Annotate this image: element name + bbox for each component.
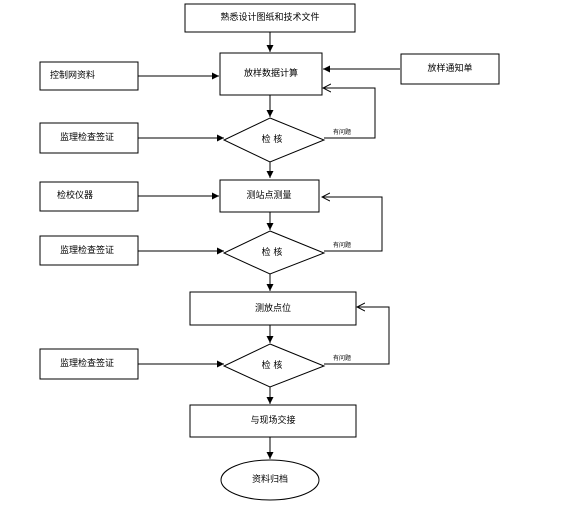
input-supervision-3: 监理检查签证 — [39, 348, 139, 380]
input-supervision-1-label: 监理检查签证 — [60, 131, 114, 143]
node-stakeout-calc: 放样数据计算 — [219, 52, 323, 96]
input-supervision-1: 监理检查签证 — [39, 122, 139, 154]
input-calibrate: 检校仪器 — [39, 181, 139, 212]
input-supervision-2-label: 监理检查签证 — [60, 244, 114, 256]
loop-check2-to-station — [322, 197, 383, 252]
decision-check-2: 检 核 — [222, 230, 326, 275]
input-control-network: 控制网资料 — [39, 61, 139, 91]
input-stakeout-notice-label: 放样通知单 — [427, 62, 472, 74]
terminal-archive: 资料归档 — [220, 459, 320, 501]
node-stakeout-points: 测放点位 — [189, 291, 357, 326]
feedback-label-2: 有问题 — [333, 241, 351, 249]
node-stakeout-calc-label: 放样数据计算 — [244, 67, 298, 79]
decision-check-2-label: 检 核 — [262, 246, 283, 258]
node-handover: 与现场交接 — [189, 404, 357, 438]
node-station-measure-label: 测站点测量 — [246, 189, 291, 201]
node-handover-label: 与现场交接 — [250, 414, 295, 426]
decision-check-3: 检 核 — [222, 343, 326, 388]
node-stakeout-points-label: 测放点位 — [255, 302, 291, 314]
feedback-label-3: 有问题 — [333, 354, 351, 362]
loop-check3-to-stakeout — [324, 307, 390, 365]
loop-check1-to-calc — [323, 88, 376, 139]
input-supervision-2: 监理检查签证 — [39, 235, 139, 266]
decision-check-3-label: 检 核 — [262, 359, 283, 371]
input-control-network-label: 控制网资料 — [50, 69, 95, 81]
connectors — [138, 32, 400, 459]
node-station-measure: 测站点测量 — [219, 179, 320, 213]
node-familiarize-label: 熟悉设计图纸和技术文件 — [220, 11, 319, 23]
input-stakeout-notice: 放样通知单 — [400, 53, 500, 85]
feedback-label-1: 有问题 — [333, 128, 351, 136]
input-calibrate-label: 检校仪器 — [57, 189, 93, 201]
node-familiarize: 熟悉设计图纸和技术文件 — [184, 3, 356, 33]
decision-check-1-label: 检 核 — [262, 133, 283, 145]
decision-check-1: 检 核 — [222, 117, 326, 163]
terminal-archive-label: 资料归档 — [252, 473, 288, 485]
input-supervision-3-label: 监理检查签证 — [60, 357, 114, 369]
